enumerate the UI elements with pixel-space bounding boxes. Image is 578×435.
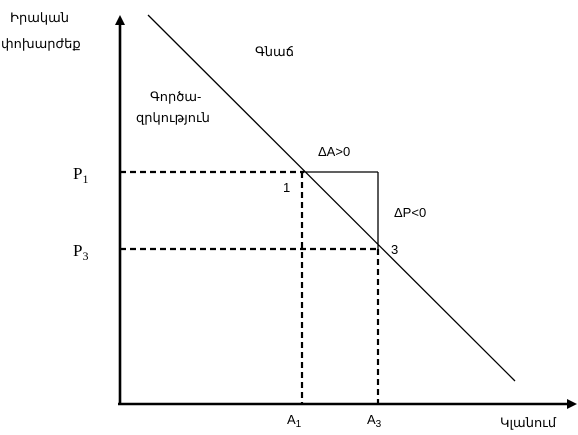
y-tick-p3-subscript: 3 — [82, 249, 88, 263]
demand-label: Գնաճ — [255, 44, 294, 59]
x-tick-a1: A1 — [287, 412, 302, 430]
x-tick-a3: A3 — [367, 412, 382, 430]
delta-a-label: ΔA>0 — [318, 144, 350, 159]
point-three-label: 3 — [391, 242, 398, 257]
y-tick-p3-main: P — [73, 241, 82, 260]
y-tick-p1: P1 — [73, 164, 88, 186]
y-tick-p1-subscript: 1 — [82, 172, 88, 186]
x-axis-label: Կլանում — [500, 415, 557, 430]
x-tick-a3-main: A — [367, 412, 376, 427]
y-axis-label-line2: փոխարժեք — [1, 36, 81, 51]
y-tick-p3: P3 — [73, 241, 88, 263]
point-one-label: 1 — [283, 180, 290, 195]
y-tick-p1-main: P — [73, 164, 82, 183]
delta-p-label: ΔP<0 — [394, 205, 426, 220]
supply-label-line2: զրկություն — [136, 110, 210, 125]
x-tick-a1-main: A — [287, 412, 296, 427]
x-tick-a1-subscript: 1 — [296, 419, 302, 430]
supply-label-line1: Գործա- — [150, 89, 201, 104]
x-tick-a3-subscript: 3 — [376, 419, 382, 430]
downward-sloping-line — [147, 14, 516, 382]
y-axis-label-line1: Իրական — [10, 10, 69, 25]
